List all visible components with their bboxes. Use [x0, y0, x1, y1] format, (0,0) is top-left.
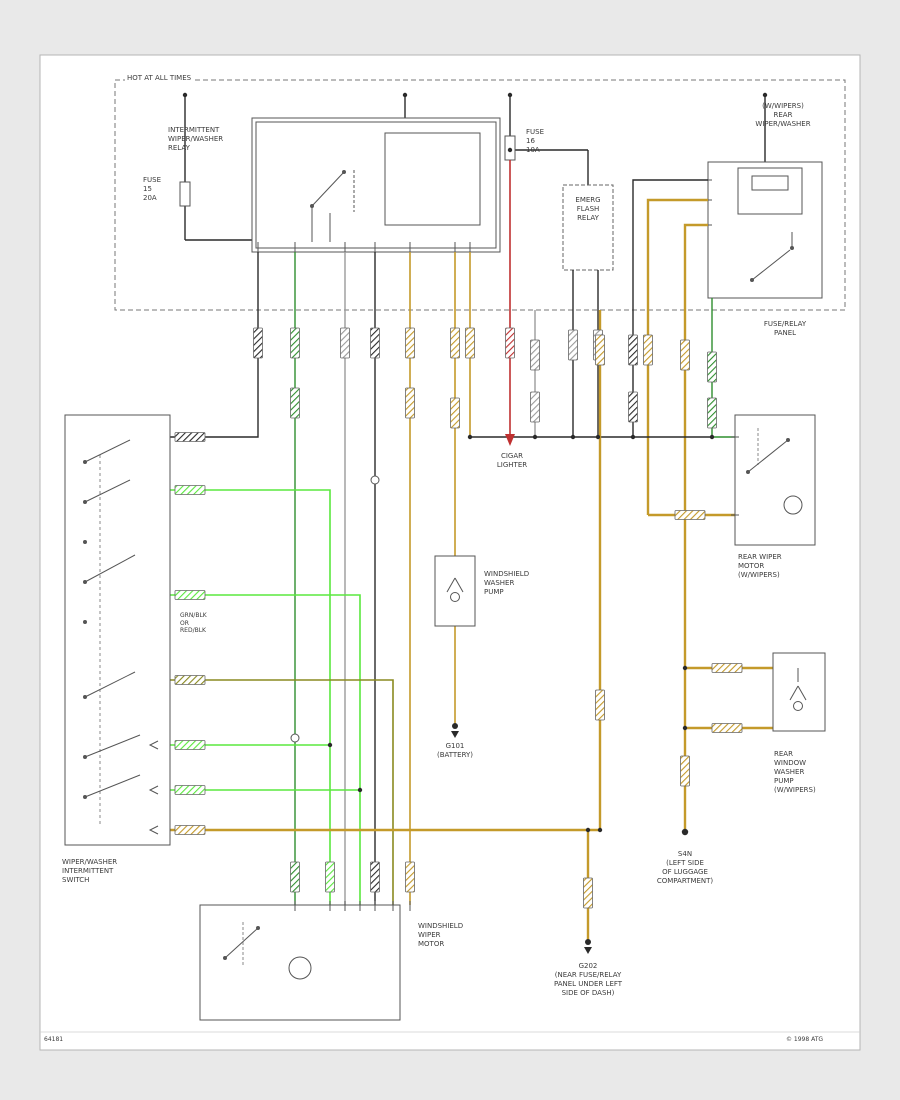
s4n-splice-dot — [681, 828, 689, 836]
rear-wiper-motor-label: REAR WIPER MOTOR (W/WIPERS) — [738, 553, 782, 580]
windshield-washer-pump-box — [434, 555, 476, 627]
windshield-wiper-motor-box — [199, 901, 411, 1021]
cigar-lighter-arrow — [505, 434, 515, 446]
intermittent-switch-box — [64, 414, 171, 846]
g101-label: G101 (BATTERY) — [436, 742, 474, 760]
fuse-relay-panel-box — [114, 79, 846, 311]
fuse15-symbol — [179, 181, 191, 207]
s4n-label: S4N (LEFT SIDE OF LUGGAGE COMPARTMENT) — [656, 850, 714, 886]
wire-color-note: GRN/BLK OR RED/BLK — [180, 612, 207, 634]
g202-label: G202 (NEAR FUSE/RELAY PANEL UNDER LEFT S… — [553, 962, 623, 998]
intermittent-switch-label: WIPER/WASHER INTERMITTENT SWITCH — [62, 858, 118, 885]
fuse16-label: FUSE 16 10A — [526, 128, 545, 155]
rear-wiper-washer-box — [704, 161, 823, 299]
g202-arrow — [584, 947, 592, 954]
rear-wiper-washer-label: (W/WIPERS) REAR WIPER/WASHER — [755, 102, 811, 129]
intermittent-relay-box — [251, 117, 501, 253]
rear-window-washer-pump-label: REAR WINDOW WASHER PUMP (W/WIPERS) — [774, 750, 816, 795]
g101-ground-dot — [452, 723, 458, 729]
wire-code-capsules-horizontal — [174, 432, 743, 835]
footer-left-code: 64181 — [44, 1036, 64, 1043]
rear-window-washer-pump-box — [772, 652, 826, 732]
rear-wiper-motor-box — [731, 414, 816, 546]
junction-dots — [182, 92, 768, 833]
g101-arrow — [451, 731, 459, 738]
windshield-wiper-motor-label: WINDSHIELD WIPER MOTOR — [418, 922, 464, 949]
footer-copyright: © 1998 ATG — [786, 1036, 824, 1043]
windshield-washer-pump-label: WINDSHIELD WASHER PUMP — [484, 570, 530, 597]
ground-symbols — [451, 434, 689, 954]
g202-ground-dot — [585, 939, 591, 945]
emerg-flash-relay-box — [562, 184, 614, 271]
top-feed-wires — [184, 95, 766, 241]
emerg-flash-relay-label: EMERG FLASH RELAY — [575, 196, 601, 223]
hot-at-all-times-label: HOT AT ALL TIMES — [125, 74, 194, 84]
fuse15-label: FUSE 15 20A — [143, 176, 162, 203]
inline-connector-rings — [290, 475, 380, 743]
intermittent-relay-label: INTERMITTENT WIPER/WASHER RELAY — [168, 126, 224, 153]
fuse-relay-panel-label: FUSE/RELAY PANEL — [763, 320, 807, 338]
cigar-lighter-label: CIGAR LIGHTER — [496, 452, 528, 470]
wire-code-capsules-vertical — [253, 327, 717, 909]
